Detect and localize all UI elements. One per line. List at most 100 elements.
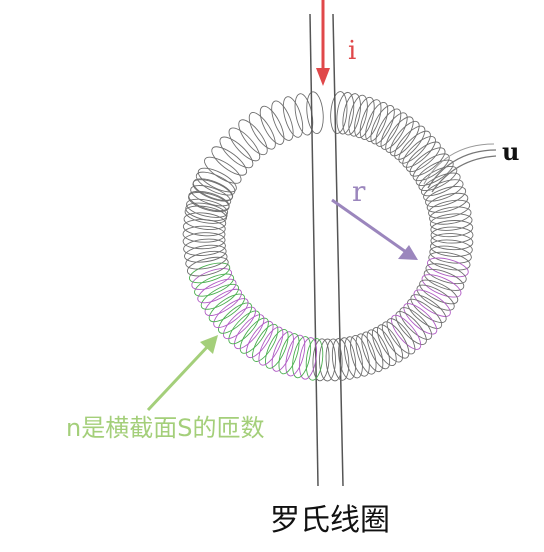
coil-turn — [182, 219, 226, 237]
coil-turn — [430, 220, 474, 238]
coil-turn — [306, 91, 324, 135]
coil-turn — [190, 185, 232, 207]
coil-turn — [428, 251, 471, 271]
coil-turn — [370, 105, 395, 145]
coil-turn — [218, 302, 253, 334]
coil-turn — [245, 320, 274, 359]
coil-turn — [292, 336, 312, 379]
coil-turn — [186, 198, 229, 218]
coil-turn — [342, 93, 361, 136]
coil-turn — [259, 105, 285, 145]
coil-turn — [425, 186, 467, 208]
coil-turn — [423, 268, 465, 291]
coil-turn — [416, 284, 455, 311]
coil-turn — [429, 206, 472, 225]
coil-turn — [418, 166, 458, 191]
coil-turn — [407, 298, 443, 329]
coil-turn — [385, 116, 414, 153]
coil-turn — [204, 156, 242, 184]
coil-turn — [238, 119, 268, 156]
coil-turn — [403, 303, 438, 335]
radius-arrow-shaft — [331, 198, 407, 254]
coil-turn — [319, 338, 336, 382]
coil-turn — [381, 321, 410, 359]
coil-turn — [185, 202, 228, 222]
output-lead-wire-3 — [423, 143, 495, 185]
arrow-diagonal-icon — [398, 245, 418, 260]
coil-turn — [389, 120, 420, 157]
coil-turn — [361, 331, 384, 373]
coil-turn — [354, 96, 375, 139]
coil-turn — [376, 324, 404, 363]
coil-turn — [219, 136, 254, 169]
coil-turn — [330, 91, 348, 134]
coil-turn — [185, 250, 228, 270]
coil-turn — [228, 127, 261, 162]
coil-turn — [420, 172, 461, 197]
output-lead-wire — [427, 149, 497, 189]
coil-turn — [239, 317, 269, 354]
coil-turn — [186, 256, 229, 277]
coil-turn — [197, 167, 237, 193]
coil-turn — [430, 226, 474, 244]
coil-turn — [380, 112, 408, 150]
coil-turn — [208, 293, 246, 323]
turns-note-label: n是横截面S的匝数 — [66, 414, 265, 442]
coil-turn — [234, 314, 265, 350]
coil-turn — [430, 239, 473, 257]
coil-turn — [305, 337, 324, 381]
coil-turn — [191, 268, 233, 290]
coil-turn — [355, 333, 377, 375]
coil-turn — [394, 125, 426, 160]
coil-turn — [252, 323, 279, 362]
coil-turn — [184, 244, 227, 263]
coil-turn — [402, 136, 436, 168]
current-label: i — [348, 36, 357, 66]
coil-turn — [194, 273, 235, 297]
coil-turn — [429, 213, 473, 231]
coil-turn — [344, 336, 363, 379]
coil-turn — [406, 141, 441, 173]
coil-turn — [365, 101, 389, 143]
coil-turn — [350, 334, 370, 377]
coil-turn — [183, 212, 227, 230]
voltage-label: u — [502, 137, 520, 166]
coil-turn — [427, 257, 469, 278]
coil-turn — [386, 318, 416, 355]
coil-turn — [338, 337, 357, 380]
diagram-title: 罗氏线圈 — [270, 503, 390, 538]
coil-turn — [184, 205, 227, 224]
coil-turn — [398, 130, 431, 164]
arrow-up-right-icon — [200, 335, 218, 354]
coil-turn — [391, 314, 422, 350]
conductor-left-line — [309, 13, 319, 487]
coil-turn — [336, 91, 355, 135]
coil-turn — [426, 192, 469, 213]
coil-turn — [200, 283, 240, 310]
coil-turn — [298, 337, 318, 380]
coil-turn — [265, 329, 289, 369]
coil-turn — [359, 99, 382, 140]
coil-turn — [195, 171, 236, 196]
coil-turn — [371, 326, 397, 367]
coil-turn — [282, 96, 304, 138]
coil-turn — [285, 334, 306, 377]
coil-turn — [410, 294, 447, 323]
coil-turn — [413, 289, 451, 317]
output-lead-wire-2 — [431, 155, 497, 193]
coil-turn — [399, 307, 433, 340]
coil-turn — [188, 190, 230, 212]
coil-turn — [325, 338, 343, 382]
coil-turn — [248, 112, 276, 150]
coil-turn — [213, 298, 249, 329]
coil-turn — [271, 100, 294, 141]
conductor-right-line — [332, 13, 344, 487]
coil-turn — [182, 225, 226, 243]
coil-turn — [271, 331, 294, 372]
coil-turn — [429, 245, 472, 264]
coil-helix-back — [182, 91, 474, 363]
coil-turn — [419, 279, 459, 305]
coil-turn — [331, 338, 350, 381]
coil-turn — [182, 232, 226, 250]
coil-turn — [348, 94, 368, 137]
